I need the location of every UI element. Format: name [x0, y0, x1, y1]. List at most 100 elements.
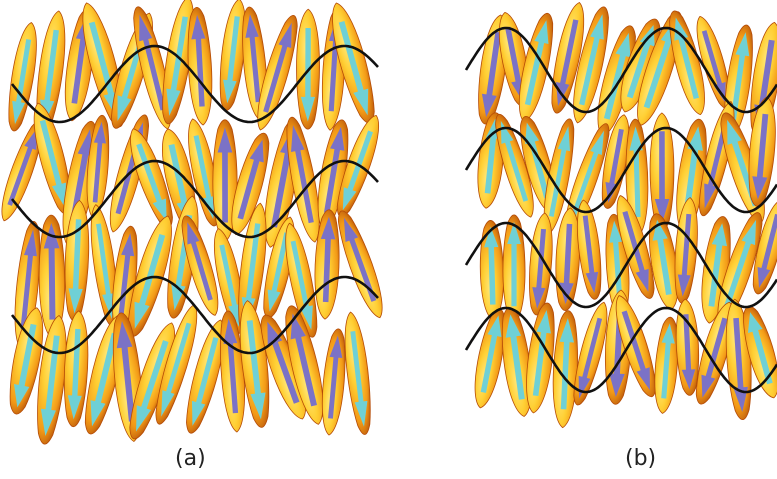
molecule-arrow-head — [752, 176, 768, 200]
molecule-arrow-head — [557, 126, 570, 152]
molecule-arrow-shaft — [39, 119, 63, 188]
molecule-arrow-head — [674, 17, 689, 41]
molecule-arrow-shaft — [138, 234, 166, 308]
molecule — [130, 128, 173, 228]
molecule-arrow-shaft — [677, 36, 700, 100]
molecule-arrow-head — [330, 126, 345, 151]
molecule-arrow-shaft — [548, 147, 567, 217]
molecule-arrow-shaft — [118, 253, 131, 319]
molecule-arrow-head — [191, 400, 206, 426]
molecule-arrow-shaft — [165, 322, 192, 396]
molecule-arrow-shaft — [271, 339, 300, 404]
molecule-arrow-head — [481, 93, 497, 118]
molecule — [474, 308, 506, 409]
molecule — [219, 0, 247, 111]
molecule-arrow-shaft — [271, 232, 290, 294]
molecule-arrow-head — [121, 233, 135, 257]
molecule-arrow-shaft — [484, 136, 497, 194]
molecule — [565, 123, 610, 234]
molecule — [344, 311, 371, 435]
molecule-arrow-shaft — [510, 334, 525, 400]
molecule-arrow-head — [741, 219, 757, 246]
molecule-arrow-head — [93, 121, 107, 144]
molecule — [162, 0, 195, 125]
molecule-arrow-shaft — [136, 143, 163, 204]
molecule-arrow-shaft — [140, 340, 169, 412]
molecule-arrow-head — [727, 119, 742, 145]
molecule — [187, 6, 213, 126]
molecule-arrow-head — [250, 392, 266, 420]
molecule-arrow-head — [90, 400, 106, 427]
molecule-arrow-shaft — [701, 30, 723, 87]
molecule-arrow-head — [12, 100, 26, 125]
molecule-arrow-shaft — [338, 21, 365, 94]
molecule-arrow-shaft — [294, 334, 317, 407]
molecule-arrow-shaft — [559, 19, 579, 87]
molecule — [748, 96, 776, 207]
molecule-arrow-shaft — [44, 29, 60, 104]
molecule — [675, 298, 700, 396]
molecule — [573, 301, 608, 406]
molecule — [555, 207, 581, 311]
molecule-arrow-head — [585, 271, 599, 294]
molecule-arrow-head — [300, 305, 313, 330]
molecule-arrow-head — [687, 126, 703, 151]
panel-a-label: (a) — [175, 446, 206, 471]
molecule-arrow-head — [636, 367, 650, 391]
molecule-arrow-head — [67, 395, 82, 420]
molecule-arrow-head — [757, 266, 771, 288]
molecule-arrow-head — [484, 226, 499, 248]
molecule — [314, 209, 340, 320]
molecule-arrow-shaft — [142, 36, 166, 111]
molecule-arrow-shaft — [195, 36, 205, 107]
molecule — [285, 305, 324, 425]
molecule-arrow-shaft — [480, 333, 498, 393]
molecule — [695, 301, 734, 405]
molecule-arrow-shaft — [505, 26, 522, 84]
molecule-arrow-head — [608, 220, 623, 243]
molecule-arrow-shaft — [96, 223, 112, 297]
panel-a-molecule-layer — [1, 0, 383, 445]
molecule-arrow-head — [217, 127, 233, 153]
molecule-arrow-shaft — [681, 213, 692, 278]
molecule — [286, 116, 320, 243]
molecule-arrow-head — [343, 217, 359, 242]
molecule — [127, 215, 172, 337]
molecule-arrow-head — [117, 95, 132, 121]
molecule-arrow-head — [615, 32, 631, 58]
wave-line — [10, 44, 379, 124]
molecule-arrow-head — [223, 318, 238, 344]
molecule — [213, 228, 245, 334]
molecule-arrow-shaft — [346, 130, 374, 193]
molecule — [285, 222, 318, 338]
molecule-arrow-head — [223, 79, 237, 104]
molecule-arrow-head — [635, 268, 649, 292]
molecule-arrow-head — [559, 318, 575, 343]
molecule — [186, 319, 225, 434]
molecule-arrow-shaft — [219, 244, 238, 308]
molecule-arrow-head — [68, 288, 83, 314]
molecule-arrow-head — [161, 390, 175, 417]
molecule-arrow-shaft — [48, 245, 56, 320]
molecule-arrow-head — [291, 125, 305, 153]
molecule-arrow-shaft — [621, 310, 647, 373]
molecule — [231, 132, 270, 236]
molecule-arrow-shaft — [227, 340, 239, 414]
molecule — [321, 328, 346, 436]
molecule-arrow-head — [711, 223, 727, 247]
molecule-arrow-head — [487, 315, 502, 337]
molecule-arrow-shaft — [488, 245, 496, 305]
molecule-arrow-shaft — [486, 31, 502, 98]
molecule-arrow-shaft — [626, 41, 651, 99]
molecule-arrow-shaft — [18, 323, 37, 389]
molecule — [529, 212, 553, 316]
molecule — [332, 2, 375, 124]
molecule — [502, 214, 526, 324]
molecule-arrow-shaft — [581, 317, 603, 381]
molecule-arrow-shaft — [708, 242, 723, 307]
panel-b-label: (b) — [625, 446, 657, 471]
molecule-arrow-head — [102, 293, 115, 320]
molecule-arrow-shaft — [756, 113, 769, 180]
molecule-arrow-shaft — [20, 252, 34, 330]
molecule-arrow-shaft — [237, 157, 260, 220]
